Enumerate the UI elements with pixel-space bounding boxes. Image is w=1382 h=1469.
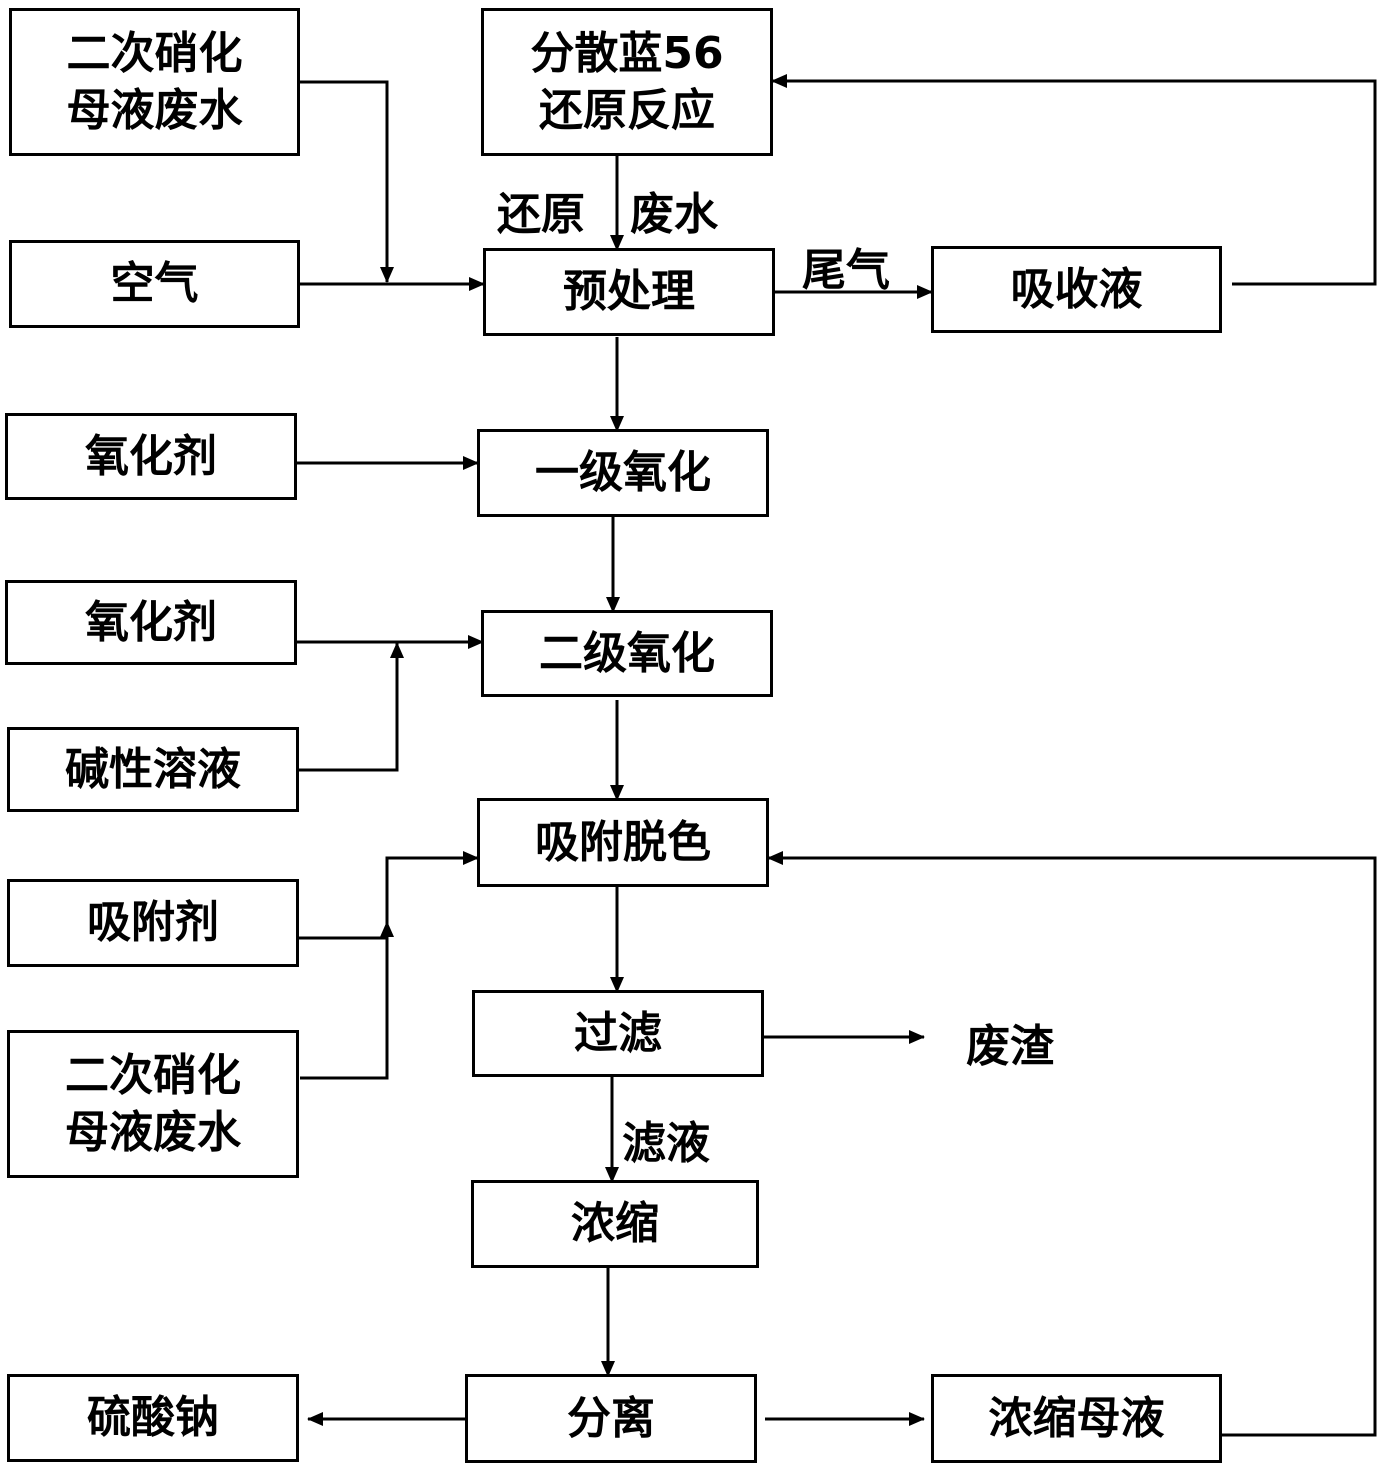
edge-nitration-top-to-junction (298, 80, 394, 283)
node-text: 吸附脱色 (535, 816, 711, 868)
node-oxidant-2: 氧化剂 (5, 580, 297, 665)
node-waste-residue: 废渣 (966, 1021, 1054, 1072)
node-text: 碱性溶液 (65, 743, 241, 795)
node-text: 空气 (110, 258, 199, 310)
edge-label-wastewater: 废水 (630, 189, 718, 240)
node-text: 浓缩 (571, 1198, 659, 1250)
edge-alkaline-to-junction (298, 642, 404, 772)
node-text: 氧化剂 (85, 430, 217, 482)
node-concentrated-mother-liquor: 浓缩母液 (931, 1374, 1222, 1463)
edge-absorption-to-reduction (771, 74, 1377, 286)
node-text-line2: 还原反应 (538, 85, 715, 136)
node-air: 空气 (9, 240, 300, 328)
node-adsorbent: 吸附剂 (7, 879, 299, 967)
node-text-line1: 二次硝化 (66, 27, 243, 79)
node-text-line2: 母液废水 (65, 1107, 241, 1158)
edge-label-filtrate: 滤液 (622, 1118, 710, 1169)
edge-label-tail-gas: 尾气 (802, 245, 890, 296)
node-primary-oxidation: 一级氧化 (477, 429, 769, 517)
node-text: 一级氧化 (535, 447, 711, 499)
node-sodium-sulfate: 硫酸钠 (7, 1374, 299, 1462)
node-text: 过滤 (574, 1007, 662, 1059)
node-concentration: 浓缩 (471, 1180, 759, 1268)
node-text-line1: 分散蓝56 (530, 27, 724, 79)
node-disperse-blue-reduction: 分散蓝56 还原反应 (481, 8, 773, 156)
edge-nitration-bottom-to-junction (300, 921, 394, 1080)
node-text: 氧化剂 (85, 596, 217, 648)
node-text: 硫酸钠 (87, 1392, 219, 1444)
node-text-line1: 二次硝化 (65, 1049, 241, 1101)
node-text: 预处理 (563, 266, 695, 318)
node-text: 吸收液 (1010, 263, 1143, 315)
node-filtration: 过滤 (472, 990, 764, 1077)
node-text: 二级氧化 (539, 627, 715, 679)
node-text: 分离 (567, 1392, 655, 1444)
node-text: 吸附剂 (87, 897, 219, 949)
node-secondary-oxidation: 二级氧化 (481, 610, 773, 697)
node-separation: 分离 (465, 1374, 757, 1463)
node-pretreatment: 预处理 (483, 248, 775, 336)
edge-label-reduction: 还原 (497, 189, 585, 240)
node-oxidant-1: 氧化剂 (5, 413, 297, 500)
node-alkaline-solution: 碱性溶液 (7, 727, 299, 812)
node-adsorption-decolorization: 吸附脱色 (477, 798, 769, 887)
node-text: 浓缩母液 (988, 1392, 1165, 1444)
node-text-line2: 母液废水 (66, 85, 243, 136)
edge-mother-liquor-to-adsorption (767, 851, 1377, 1437)
node-secondary-nitration-wastewater-top: 二次硝化母液废水 (9, 8, 300, 156)
node-secondary-nitration-wastewater-bottom: 二次硝化母液废水 (7, 1030, 299, 1178)
node-absorption-liquid: 吸收液 (931, 246, 1222, 333)
edge-junction-to-adsorption (385, 851, 479, 938)
